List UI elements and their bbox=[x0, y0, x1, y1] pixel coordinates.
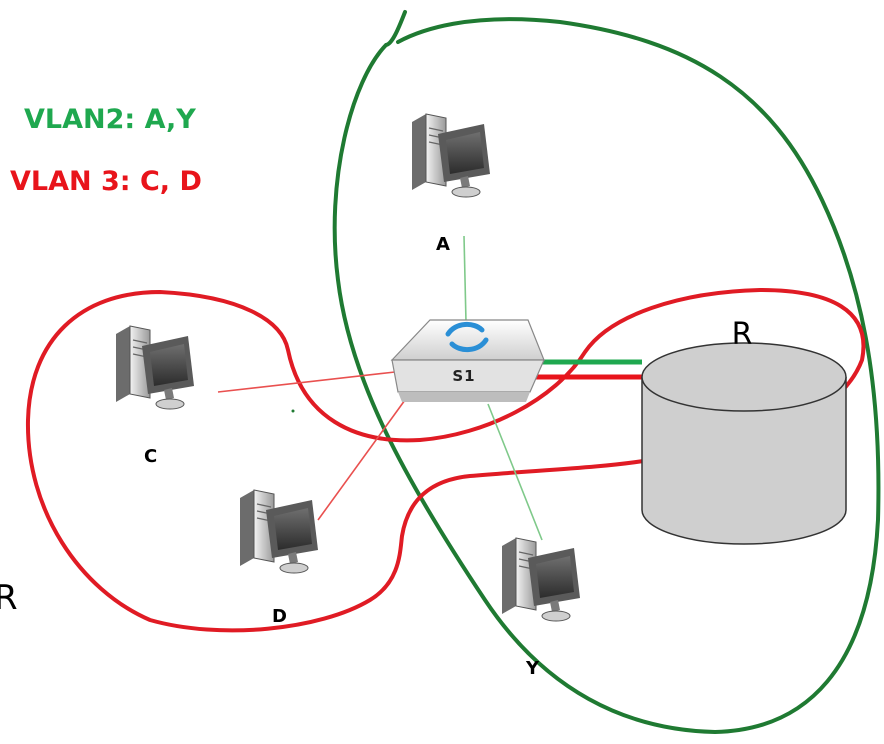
link-s1-d bbox=[317, 399, 406, 521]
computer-y: Y bbox=[501, 537, 581, 679]
link-s1-c bbox=[217, 371, 396, 393]
computer-a: A bbox=[411, 113, 491, 255]
switch-label: S1 bbox=[452, 367, 475, 385]
router-r: R bbox=[641, 317, 847, 545]
computer-y-label: Y bbox=[525, 658, 540, 679]
computer-d: D bbox=[239, 489, 319, 627]
vlan3-annotation-loop bbox=[25, 288, 866, 633]
computer-d-label: D bbox=[272, 606, 287, 627]
router-label: R bbox=[732, 317, 753, 352]
sync-arrows-icon bbox=[445, 322, 485, 337]
computer-a-label: A bbox=[436, 234, 450, 255]
link-s1-a bbox=[463, 235, 467, 323]
computer-c-label: C bbox=[144, 446, 157, 467]
link-s1-y bbox=[487, 403, 543, 541]
switch-s1: S1 bbox=[390, 319, 545, 402]
legend-vlan2: VLAN2: A,Y bbox=[24, 104, 196, 135]
vlan2-annotation-loop bbox=[332, 10, 881, 735]
legend-vlan3: VLAN 3: C, D bbox=[10, 166, 202, 197]
stray-dot bbox=[291, 409, 295, 413]
computer-c: C bbox=[115, 325, 195, 467]
stray-letter: R bbox=[0, 578, 18, 618]
